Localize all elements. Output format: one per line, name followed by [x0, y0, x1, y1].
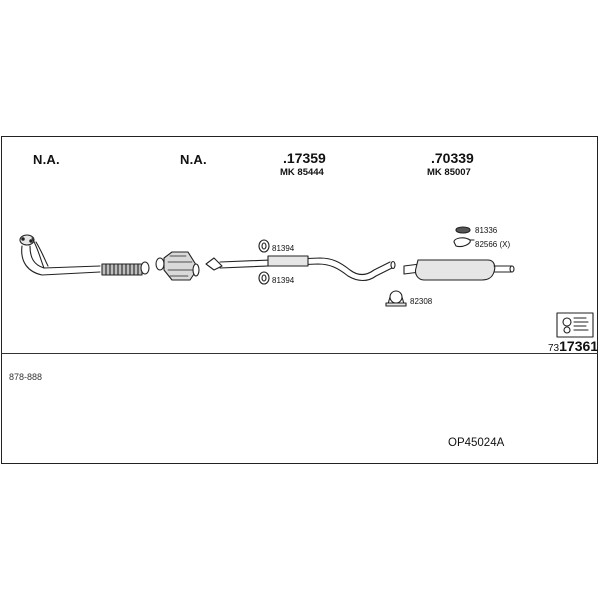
header-mk-85007: MK 85007: [427, 167, 471, 178]
part-label-hanger-b: 82566 (X): [475, 240, 511, 249]
part-label-clamp-top: 81394: [272, 244, 295, 253]
clamp-icon: [258, 239, 270, 285]
part-label-hanger-a: 81336: [475, 226, 498, 235]
mounting-kit-icon: [556, 312, 594, 338]
header-na-2: N.A.: [180, 152, 207, 167]
catalytic-converter-icon: [155, 251, 200, 281]
part-label-clamp-rear: 82308: [410, 297, 433, 306]
catalog-code: 7317361: [548, 338, 598, 356]
model-range: 878-888: [9, 372, 43, 382]
part-label-clamp-bottom: 81394: [272, 276, 295, 285]
rear-muffler-icon: [403, 259, 515, 281]
diagram-divider: [1, 353, 598, 354]
catalog-code-prefix: 73: [548, 343, 560, 354]
catalog-code-main: 17361: [559, 338, 599, 354]
hanger-icon: [453, 226, 475, 248]
header-part-70339: .70339: [431, 150, 474, 166]
clamp-icon: [385, 290, 407, 307]
kit-id: OP45024A: [448, 437, 505, 449]
header-na-1: N.A.: [33, 152, 60, 167]
header-part-17359: .17359: [283, 150, 326, 166]
diagram-frame: [1, 136, 598, 464]
header-mk-85444: MK 85444: [280, 167, 324, 178]
flex-pipe-icon: [101, 261, 150, 276]
front-pipe-icon: [19, 234, 101, 276]
middle-pipe-icon: [205, 255, 396, 282]
